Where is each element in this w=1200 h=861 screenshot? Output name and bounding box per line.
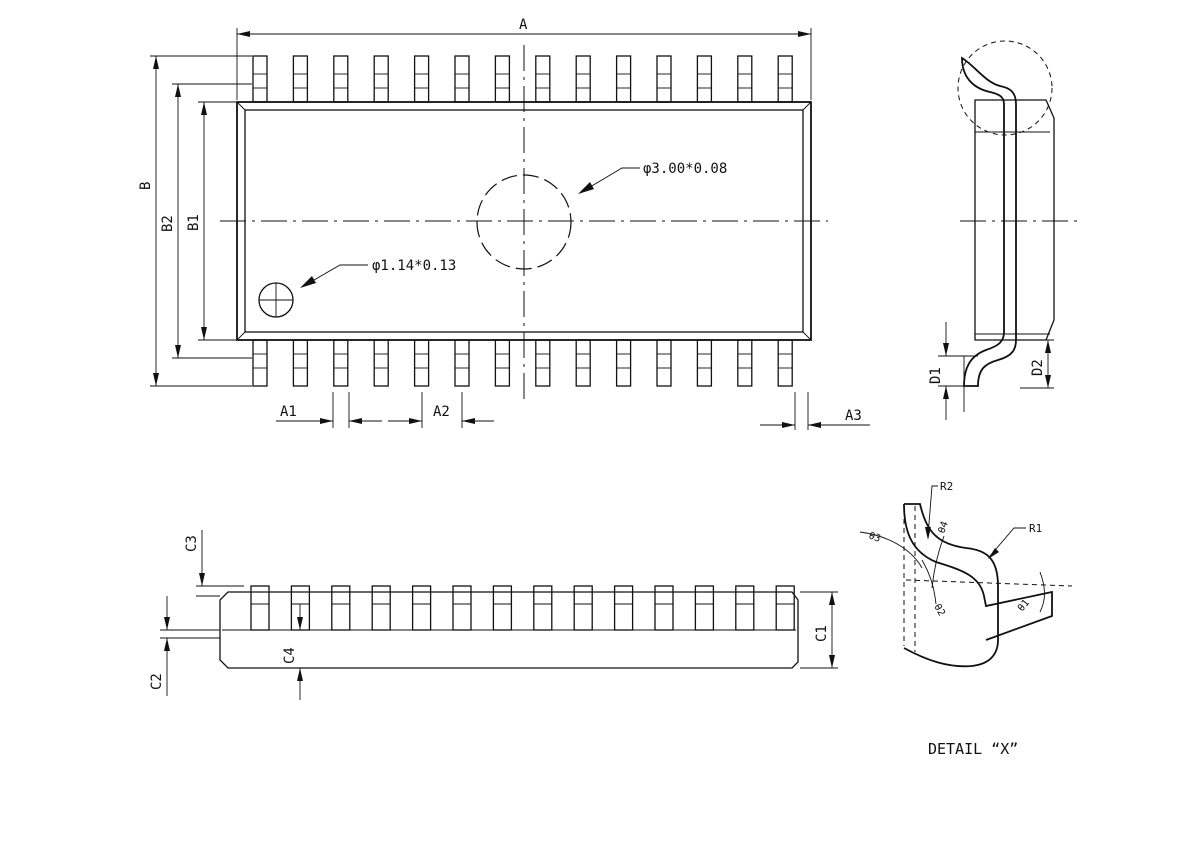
bottom-pin bbox=[615, 339, 632, 387]
top-pin bbox=[252, 55, 268, 103]
front-pin bbox=[411, 585, 432, 631]
top-pin bbox=[656, 55, 672, 103]
detail-label-theta1: θ1 bbox=[1016, 598, 1032, 614]
top-pin bbox=[696, 55, 713, 103]
front-pin bbox=[694, 585, 715, 631]
front-view: C1 C3 C2 C4 bbox=[149, 530, 838, 700]
top-pin bbox=[373, 55, 389, 103]
large-hole-circle bbox=[476, 174, 572, 270]
bottom-pin bbox=[696, 339, 713, 387]
detail-label-R2: R2 bbox=[940, 480, 953, 493]
dim-label-D2: D2 bbox=[1030, 359, 1046, 376]
dim-label-A3: A3 bbox=[845, 408, 862, 424]
dim-label-C3: C3 bbox=[184, 535, 200, 552]
bottom-pin bbox=[252, 339, 268, 387]
dim-label-A: A bbox=[519, 17, 528, 33]
side-view: D1 D2 bbox=[928, 40, 1078, 420]
top-view-pins-lower bbox=[252, 339, 793, 387]
bottom-pin bbox=[373, 339, 389, 387]
bottom-pin bbox=[333, 339, 349, 387]
top-pin bbox=[615, 55, 632, 103]
top-pin bbox=[454, 55, 470, 103]
dim-label-A2: A2 bbox=[433, 404, 450, 420]
detail-label-theta2: θ2 bbox=[931, 602, 946, 618]
detail-x-caption: DETAIL “X” bbox=[928, 740, 1018, 758]
detail-label-R1: R1 bbox=[1029, 522, 1042, 535]
bottom-pin bbox=[656, 339, 672, 387]
bottom-pin bbox=[575, 339, 591, 387]
bottom-pin bbox=[737, 339, 753, 387]
bottom-pin bbox=[454, 339, 470, 387]
small-hole-label: φ1.14*0.13 bbox=[372, 258, 456, 274]
dim-label-C4: C4 bbox=[282, 647, 298, 664]
top-pin bbox=[535, 55, 551, 103]
front-pin bbox=[250, 585, 270, 631]
detail-label-theta3: θ3 bbox=[867, 530, 882, 544]
front-pin bbox=[613, 585, 634, 631]
top-pin bbox=[333, 55, 349, 103]
top-pin bbox=[494, 55, 511, 103]
top-view-pins-upper bbox=[252, 55, 793, 103]
detail-label-theta4: θ4 bbox=[936, 520, 950, 535]
bottom-pin bbox=[494, 339, 511, 387]
top-pin bbox=[292, 55, 309, 103]
top-pin bbox=[575, 55, 591, 103]
front-pin bbox=[654, 585, 674, 631]
front-pin bbox=[533, 585, 553, 631]
front-pin bbox=[452, 585, 472, 631]
top-pin bbox=[737, 55, 753, 103]
dim-label-C1: C1 bbox=[814, 625, 830, 642]
dim-label-B2: B2 bbox=[160, 215, 176, 232]
large-hole-label: φ3.00*0.08 bbox=[643, 161, 727, 177]
bottom-pin bbox=[413, 339, 430, 387]
bottom-pin bbox=[292, 339, 309, 387]
bottom-pin bbox=[777, 339, 793, 387]
front-pin bbox=[331, 585, 351, 631]
dim-label-A1: A1 bbox=[280, 404, 297, 420]
front-pin bbox=[492, 585, 513, 631]
dim-label-B: B bbox=[138, 182, 154, 190]
front-pin bbox=[371, 585, 391, 631]
front-pin bbox=[735, 585, 755, 631]
front-view-pins bbox=[250, 585, 795, 631]
dim-label-C2: C2 bbox=[149, 673, 165, 690]
front-pin bbox=[775, 585, 795, 631]
bottom-pin bbox=[535, 339, 551, 387]
dim-label-D1: D1 bbox=[928, 367, 944, 384]
top-view: φ3.00*0.08 φ1.14*0.13 A B B2 B1 bbox=[138, 17, 870, 430]
detail-x-view: R2 R1 θ3 θ4 θ2 θ1 DETAIL “X” bbox=[859, 480, 1073, 758]
dim-label-B1: B1 bbox=[186, 214, 202, 231]
top-pin bbox=[413, 55, 430, 103]
top-pin bbox=[777, 55, 793, 103]
front-pin bbox=[573, 585, 593, 631]
